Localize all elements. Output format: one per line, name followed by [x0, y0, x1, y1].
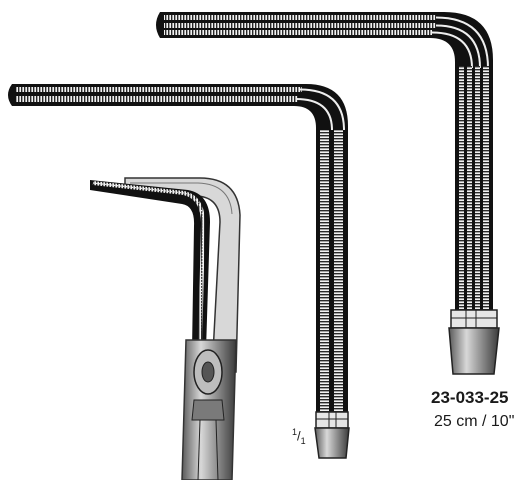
- product-code: 23-033-25: [431, 388, 509, 407]
- assembled-forceps: [90, 177, 241, 480]
- scale-numerator: 1: [292, 427, 298, 437]
- medium-clamp: [8, 84, 350, 459]
- scale-slash: /: [297, 428, 301, 444]
- scale-denominator: 1: [300, 435, 306, 446]
- scale-label: 1/1: [292, 427, 306, 446]
- product-size: 25 cm / 10": [434, 413, 515, 430]
- large-clamp: [156, 12, 500, 375]
